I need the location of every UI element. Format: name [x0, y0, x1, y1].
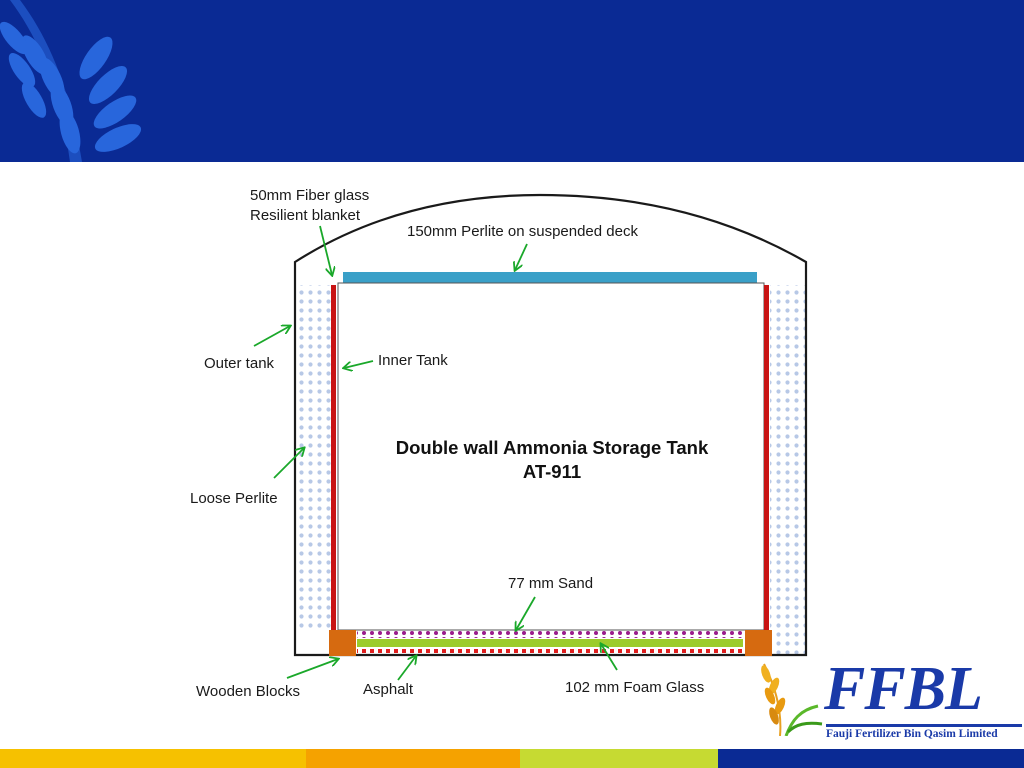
foam-glass-bar — [357, 639, 743, 647]
logo-divider — [826, 724, 1022, 727]
loose-perlite-left — [297, 285, 331, 630]
wheat-icon — [0, 0, 142, 162]
label-perlite-deck: 150mm Perlite on suspended deck — [407, 223, 638, 240]
arrow-foam-glass — [601, 644, 618, 671]
arrow-wooden-blocks — [286, 659, 338, 679]
label-asphalt: Asphalt — [363, 681, 414, 698]
arrow-perlite-deck — [515, 243, 528, 270]
arrow-inner-tank — [344, 360, 374, 368]
sand-layer — [357, 630, 743, 638]
diagram-subtitle: AT-911 — [522, 461, 582, 482]
diagram-title: Double wall Ammonia Storage Tank — [395, 437, 709, 458]
wooden-block-left — [329, 630, 356, 656]
loose-perlite-right — [770, 285, 805, 655]
inner-tank — [337, 282, 765, 631]
arrow-sand — [516, 596, 536, 630]
label-loose-perlite: Loose Perlite — [190, 490, 278, 507]
label-wooden-blocks: Wooden Blocks — [196, 683, 300, 700]
label-outer-tank: Outer tank — [204, 355, 275, 372]
wooden-block-right — [745, 630, 772, 656]
footer-segment-yellow — [0, 749, 306, 768]
wheat-logo-icon — [761, 663, 823, 736]
footer-segment-blue — [718, 749, 1024, 768]
arrow-loose-perlite — [273, 448, 304, 479]
label-foam-glass: 102 mm Foam Glass — [565, 679, 705, 696]
footer-color-bar — [0, 749, 1024, 768]
arrow-asphalt — [397, 656, 416, 681]
inner-wall-left — [331, 285, 336, 630]
inner-wall-right — [764, 285, 769, 630]
label-fiberglass-line2: Resilient blanket — [250, 207, 361, 224]
label-sand: 77 mm Sand — [508, 575, 594, 592]
header-banner — [0, 0, 1024, 162]
ffbl-logo: FFBL Fauji Fertilizer Bin Qasim Limited — [752, 655, 1024, 748]
arrow-outer-tank — [253, 326, 290, 347]
logo-subtitle: Fauji Fertilizer Bin Qasim Limited — [826, 728, 998, 740]
footer-segment-orange — [306, 749, 520, 768]
arrow-fiberglass — [319, 225, 332, 275]
label-fiberglass-line1: 50mm Fiber glass — [250, 187, 370, 204]
asphalt-layer — [357, 648, 743, 654]
footer-segment-green — [520, 749, 718, 768]
logo-name: FFBL — [824, 655, 983, 723]
label-inner-tank: Inner Tank — [378, 352, 448, 369]
outer-tank — [293, 193, 808, 657]
